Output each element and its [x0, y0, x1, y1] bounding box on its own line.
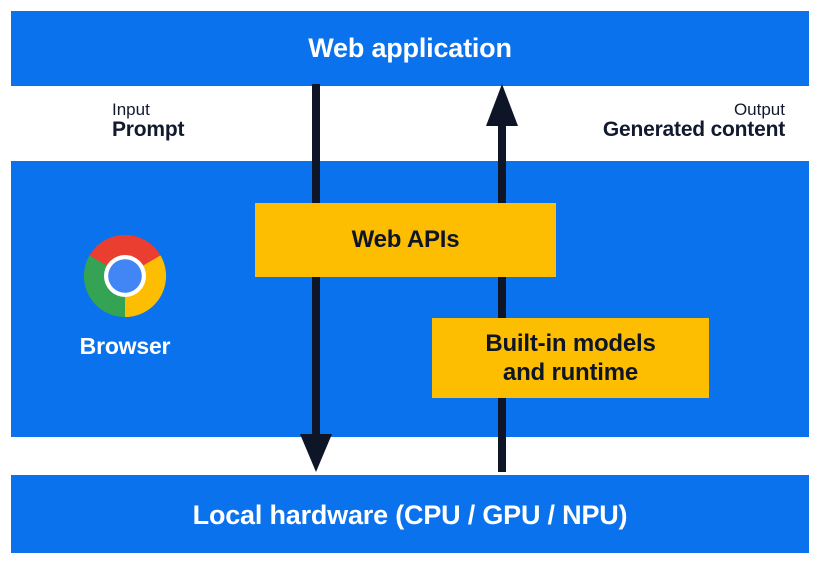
arrow-up-icon	[486, 84, 518, 472]
browser-group: Browser	[45, 234, 205, 360]
output-flow-label: Output Generated content	[602, 100, 785, 142]
local-hardware-band	[11, 475, 809, 553]
builtin-models-box: Built-in models and runtime	[432, 318, 709, 398]
chrome-logo-icon	[83, 234, 167, 318]
output-kind-text: Output	[733, 100, 785, 119]
builtin-models-label-line2: and runtime	[502, 359, 639, 386]
input-kind-text: Input	[112, 100, 150, 119]
web-application-label: Web application	[308, 33, 512, 63]
input-flow-label: Input Prompt	[112, 100, 185, 142]
builtin-models-label-line1: Built-in models	[485, 329, 656, 357]
web-apis-box: Web APIs	[255, 203, 556, 277]
output-value-text: Generated content	[602, 118, 785, 142]
arrow-down-icon	[300, 84, 332, 472]
browser-label: Browser	[79, 333, 171, 359]
input-value-text: Prompt	[112, 118, 185, 142]
web-apis-label: Web APIs	[351, 226, 460, 253]
local-hardware-label: Local hardware (CPU / GPU / NPU)	[192, 500, 628, 530]
web-application-band	[11, 11, 809, 86]
